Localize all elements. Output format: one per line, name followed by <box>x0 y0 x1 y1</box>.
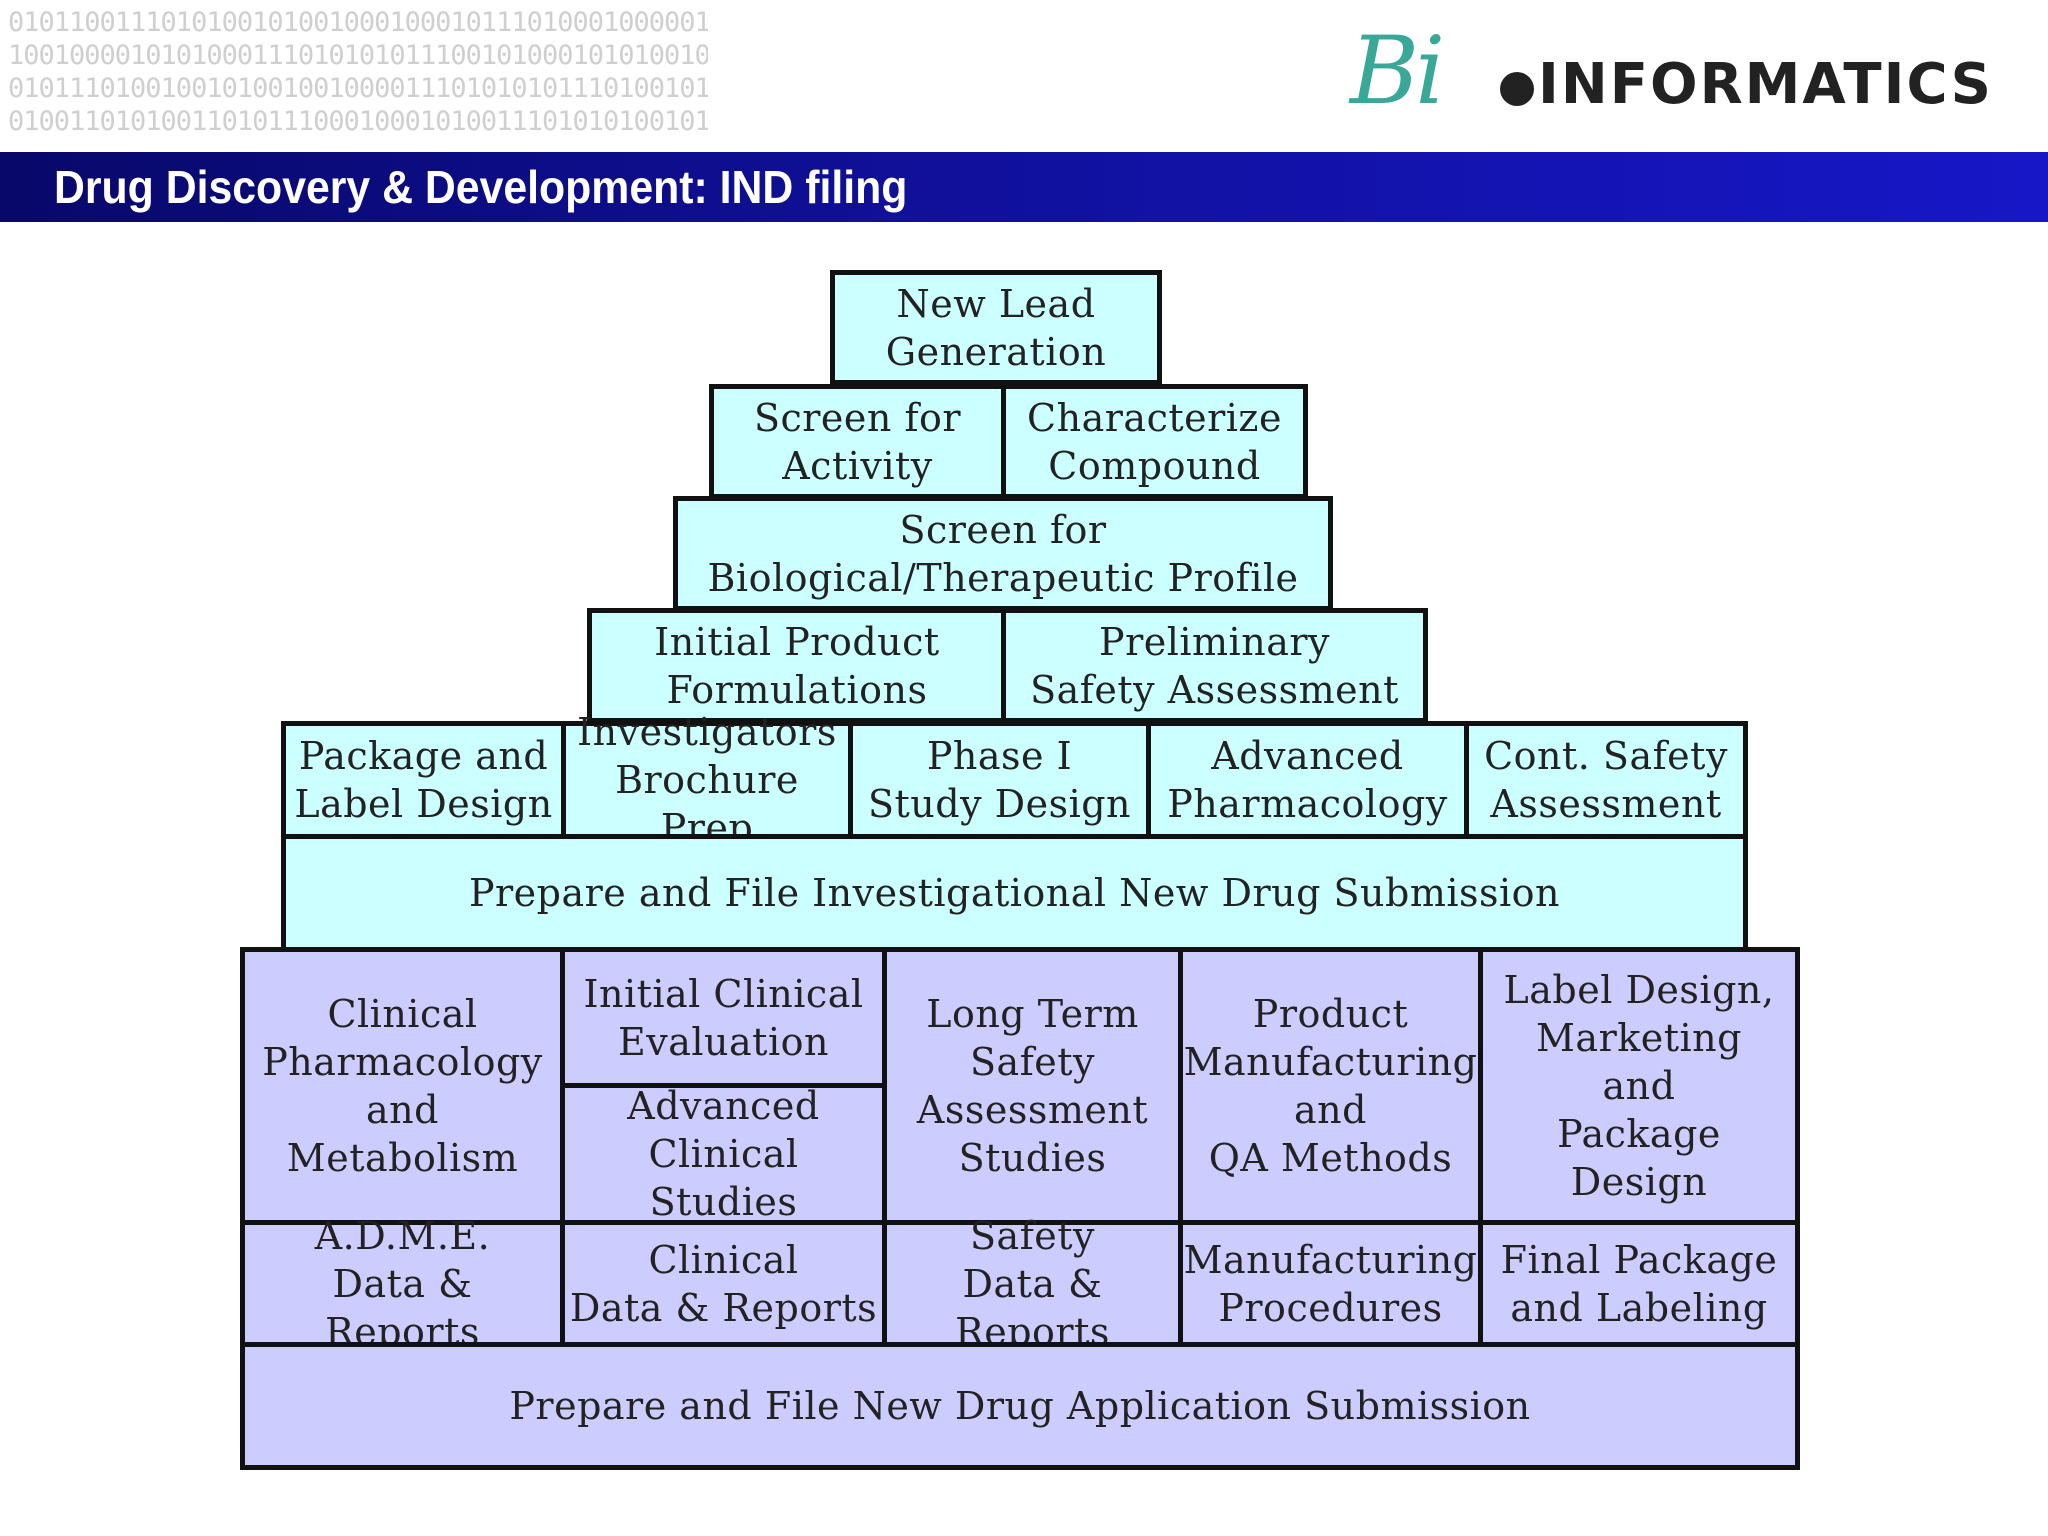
binary-line: 1001000010101000111010101011100101000101… <box>8 40 708 71</box>
long-term-safety-box: Long Term Safety Assessment Studies <box>882 947 1183 1225</box>
advanced-pharmacology-box: Advanced Pharmacology <box>1146 721 1469 839</box>
box-label: Manufacturing Procedures <box>1183 1237 1478 1330</box>
final-package-box: Final Package and Labeling <box>1478 1220 1800 1347</box>
safety-data-box: Safety Data & Reports <box>882 1214 1183 1354</box>
box-label: Screen for Activity <box>753 395 962 488</box>
page-title: Drug Discovery & Development: IND filing <box>54 161 908 213</box>
clinical-pharmacology-box: Clinical Pharmacology and Metabolism <box>240 947 565 1225</box>
box-label: Characterize Compound <box>1027 395 1282 488</box>
box-label: Clinical Pharmacology and Metabolism <box>262 992 543 1180</box>
box-label: Prepare and File New Drug Application Su… <box>509 1384 1531 1428</box>
box-label: Product Manufacturing and QA Methods <box>1183 992 1478 1180</box>
box-label: New Lead Generation <box>885 281 1107 374</box>
binary-background-pattern: 0101100111010100101001000100010111010001… <box>8 6 708 146</box>
box-label: Advanced Clinical Studies <box>627 1084 820 1224</box>
box-label: Advanced Pharmacology <box>1167 734 1448 826</box>
box-label: Final Package and Labeling <box>1500 1237 1778 1330</box>
cont-safety-assessment-box: Cont. Safety Assessment <box>1464 721 1748 839</box>
package-label-design-box: Package and Label Design <box>281 721 566 839</box>
logo-mark: Bi <box>1350 17 1445 126</box>
characterize-compound-box: Characterize Compound <box>1001 384 1308 499</box>
clinical-data-box: Clinical Data & Reports <box>560 1220 887 1347</box>
product-manufacturing-box: Product Manufacturing and QA Methods <box>1178 947 1483 1225</box>
manufacturing-procedures-box: Manufacturing Procedures <box>1178 1220 1483 1347</box>
title-banner: Drug Discovery & Development: IND filing <box>0 152 2048 222</box>
logo-dot-icon <box>1500 72 1534 106</box>
advanced-clinical-studies-box: Advanced Clinical Studies <box>560 1083 887 1225</box>
box-label: Long Term Safety Assessment Studies <box>916 992 1149 1180</box>
preliminary-safety-assessment-box: Preliminary Safety Assessment <box>1001 608 1428 723</box>
box-label: Safety Data & Reports <box>955 1213 1110 1354</box>
box-label: Prepare and File Investigational New Dru… <box>468 871 1561 915</box>
label-marketing-box: Label Design, Marketing and Package Desi… <box>1478 947 1800 1225</box>
binary-line: 0100110101001101011100010001010011101010… <box>8 106 708 137</box>
box-label: Initial Clinical Evaluation <box>583 971 864 1064</box>
binary-line: 0101110100100101001001000011101010101110… <box>8 73 708 104</box>
bioinformatics-logo: Bi INFORMATICS <box>1350 17 2010 135</box>
adme-data-box: A.D.M.E. Data & Reports <box>240 1214 565 1354</box>
initial-clinical-evaluation-box: Initial Clinical Evaluation <box>560 947 887 1088</box>
logo-wordmark: INFORMATICS <box>1538 52 1993 117</box>
nda-submission-box: Prepare and File New Drug Application Su… <box>240 1342 1800 1470</box>
box-label: Package and Label Design <box>294 734 553 826</box>
box-label: Clinical Data & Reports <box>569 1237 878 1330</box>
phase1-study-design-box: Phase I Study Design <box>848 721 1151 839</box>
binary-line: 0101100111010100101001000100010111010001… <box>8 7 708 38</box>
screen-for-activity-box: Screen for Activity <box>709 384 1006 499</box>
box-label: Label Design, Marketing and Package Desi… <box>1503 968 1775 1204</box>
box-label: Phase I Study Design <box>867 734 1132 826</box>
screen-biological-profile-box: Screen for Biological/Therapeutic Profil… <box>673 496 1333 611</box>
box-label: Cont. Safety Assessment <box>1484 734 1728 826</box>
box-label: Screen for Biological/Therapeutic Profil… <box>707 507 1299 600</box>
box-label: A.D.M.E. Data & Reports <box>314 1213 491 1354</box>
ind-submission-box: Prepare and File Investigational New Dru… <box>281 834 1748 952</box>
investigators-brochure-box: Investigators Brochure Prep <box>561 710 853 850</box>
box-label: Initial Product Formulations <box>654 619 940 712</box>
initial-product-formulations-box: Initial Product Formulations <box>587 608 1007 723</box>
new-lead-generation-box: New Lead Generation <box>830 270 1162 385</box>
box-label: Investigators Brochure Prep <box>577 710 837 850</box>
box-label: Preliminary Safety Assessment <box>1030 619 1399 712</box>
